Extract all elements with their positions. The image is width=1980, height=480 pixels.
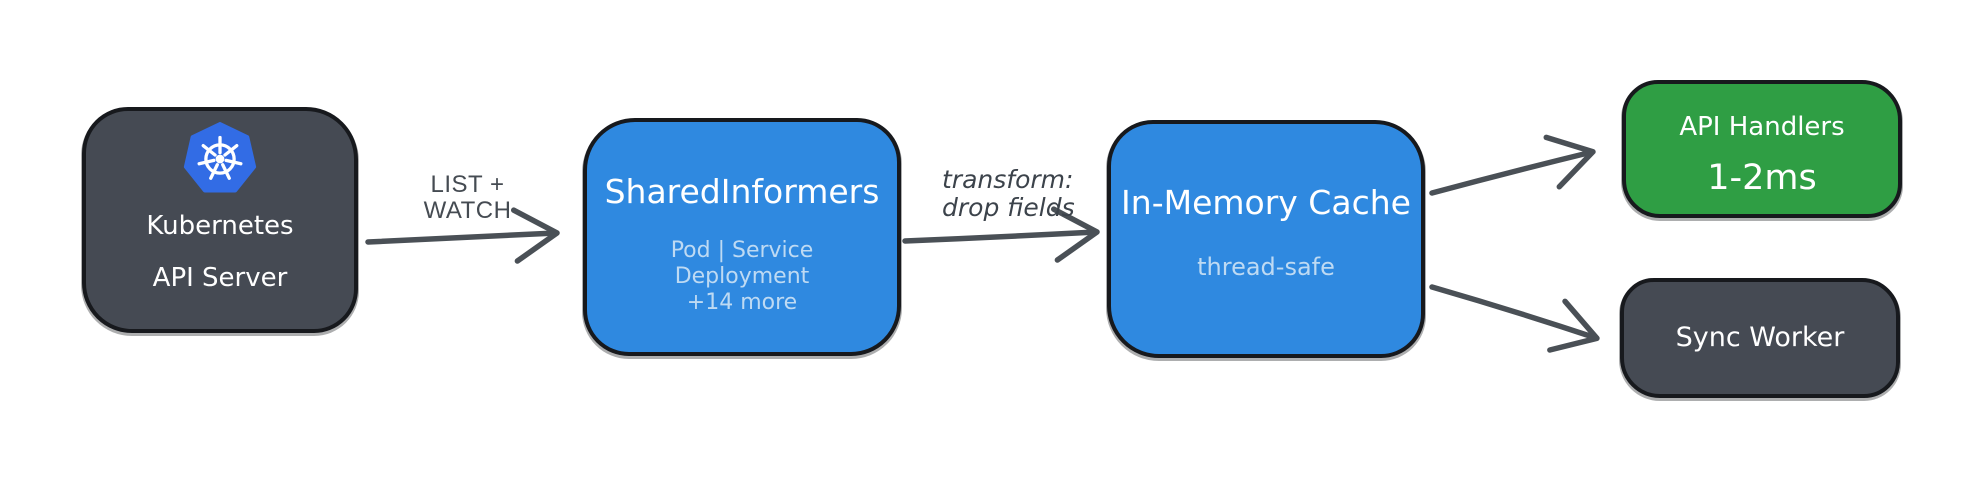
arrow-list-watch: [365, 207, 560, 264]
node-title: SharedInformers: [604, 172, 880, 211]
kubernetes-icon: [183, 122, 257, 193]
node-kubernetes-api-server: Kubernetes API Server: [82, 107, 358, 333]
edge-label-list-watch: LIST + WATCH: [390, 172, 545, 224]
node-resource-line: Pod | Service: [670, 238, 814, 263]
edge-label-line: LIST +: [430, 171, 505, 198]
node-sync-worker: Sync Worker: [1620, 278, 1900, 398]
arrow-cache-to-sync-worker: [1429, 284, 1600, 353]
node-subtitle: API Server: [152, 263, 288, 293]
node-shared-informers: SharedInformers Pod | Service Deployment…: [583, 118, 901, 356]
node-resource-line: +14 more: [686, 290, 798, 315]
node-title: API Handlers: [1679, 112, 1845, 142]
arrow-cache-to-api-handlers: [1429, 134, 1596, 196]
edge-label-transform: transform: drop fields: [942, 166, 1152, 222]
node-title: In-Memory Cache: [1121, 183, 1411, 222]
edge-label-line: transform:: [942, 165, 1074, 194]
edge-label-line: drop fields: [942, 193, 1075, 222]
node-api-handlers: API Handlers 1-2ms: [1622, 80, 1902, 218]
node-resource-line: Deployment: [674, 264, 810, 289]
node-in-memory-cache: In-Memory Cache thread-safe: [1107, 120, 1425, 358]
arrow-transform: [902, 206, 1100, 263]
node-latency: 1-2ms: [1707, 158, 1817, 198]
node-title: Kubernetes: [146, 211, 294, 241]
node-subtitle: thread-safe: [1197, 253, 1335, 281]
edge-label-line: WATCH: [423, 197, 512, 224]
node-title: Sync Worker: [1675, 322, 1845, 353]
